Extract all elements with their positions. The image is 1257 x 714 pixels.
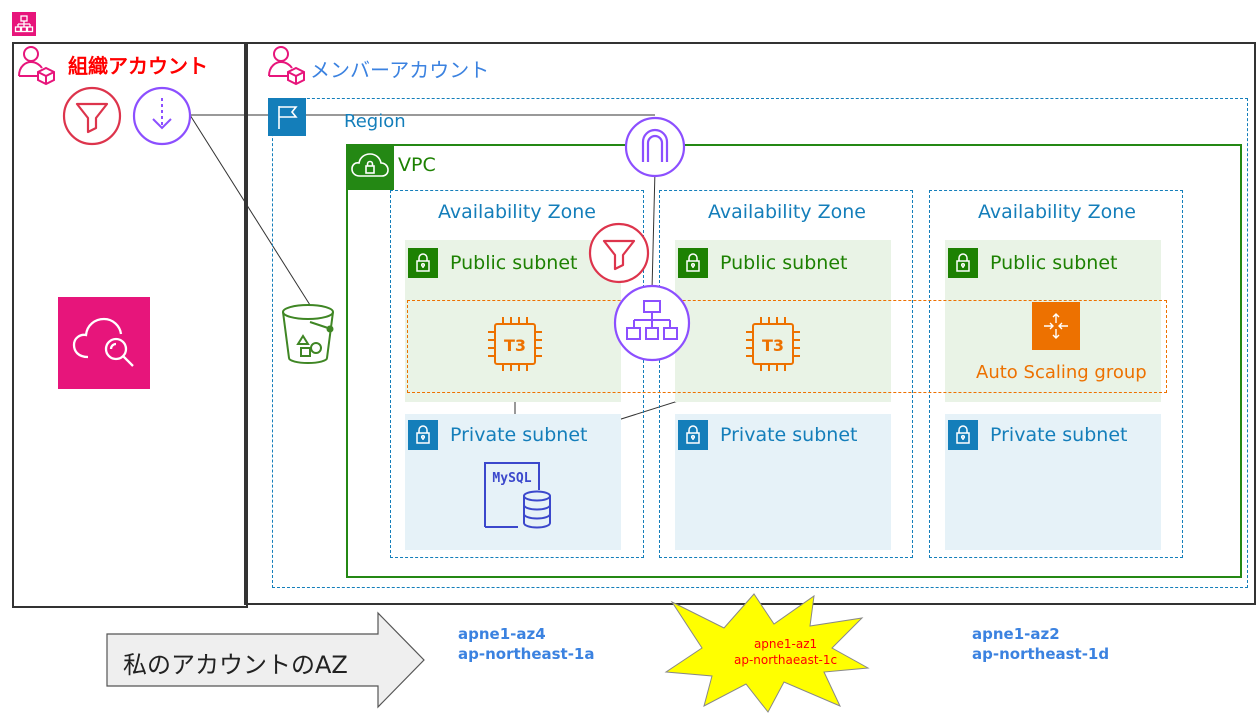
lock-icon [678,248,708,278]
private-subnet-3 [945,414,1161,550]
s3-bucket-icon [282,304,334,364]
private-subnet-2 [675,414,891,550]
private-subnet-label: Private subnet [720,424,858,446]
availability-zone-1 [390,190,644,558]
lock-icon [408,420,438,450]
callout-arrow [106,611,425,709]
firewall-manager-icon [588,222,650,284]
ec2-t3-icon: T3 [746,317,800,371]
zone-name: ap-northaeast-1c [734,653,838,667]
zone-id: apne1-az4 [458,625,546,643]
region-label: Region [344,111,406,132]
zone-name: ap-northeast-1d [972,645,1110,663]
cloudwatch-icon [58,297,150,389]
lock-icon [408,248,438,278]
zone-id: apne1-az2 [972,625,1060,643]
member-account-label: メンバーアカウント [310,58,490,82]
load-balancer-icon [613,284,691,362]
public-subnet-1 [405,240,621,402]
lock-icon [948,248,978,278]
public-subnet-label: Public subnet [450,252,578,274]
account-icon [18,46,55,86]
az-id-1: apne1-az4 ap-northeast-1a [458,624,595,664]
public-subnet-label: Public subnet [720,252,848,274]
mysql-label: MySQL [492,471,531,486]
vpc-cloud-icon [346,144,394,190]
az-label: Availability Zone [978,201,1136,223]
availability-zone-2 [659,190,913,558]
vpc-box [346,144,1242,578]
ec2-label: T3 [762,336,784,355]
private-subnet-label: Private subnet [450,424,588,446]
auto-scaling-icon [1032,302,1080,350]
firewall-manager-icon [62,86,122,146]
vpc-flow-logs-icon [132,86,192,146]
highlight-burst [664,593,870,713]
account-icon [268,46,305,86]
connector-igw-to-alb [651,169,656,291]
public-subnet-2 [675,240,891,402]
az-id-3: apne1-az2 ap-northeast-1d [972,624,1109,664]
vpc-label: VPC [398,154,436,176]
internet-gateway-icon [624,116,686,178]
az-label: Availability Zone [438,201,596,223]
lock-icon [948,420,978,450]
callout-label: 私のアカウントのAZ [123,651,348,679]
auto-scaling-group-box [407,300,1167,393]
private-subnet-label: Private subnet [990,424,1128,446]
az-label: Availability Zone [708,201,866,223]
az-id-2: apne1-az1 ap-northaeast-1c [734,636,837,668]
org-account-label: 組織アカウント [68,54,208,78]
auto-scaling-group-label: Auto Scaling group [976,362,1147,383]
region-box [272,98,1248,588]
mysql-icon: MySQL [484,462,551,529]
zone-id: apne1-az1 [753,637,818,651]
region-flag-icon [268,98,306,136]
org-account-box [12,42,248,608]
ec2-t3-icon: T3 [488,317,542,371]
zone-name: ap-northeast-1a [458,645,595,663]
availability-zone-3 [929,190,1183,558]
ec2-label: T3 [504,336,526,355]
organizations-icon [12,12,36,36]
lock-icon [678,420,708,450]
public-subnet-label: Public subnet [990,252,1118,274]
connector-flowlog-to-s3 [189,114,311,306]
